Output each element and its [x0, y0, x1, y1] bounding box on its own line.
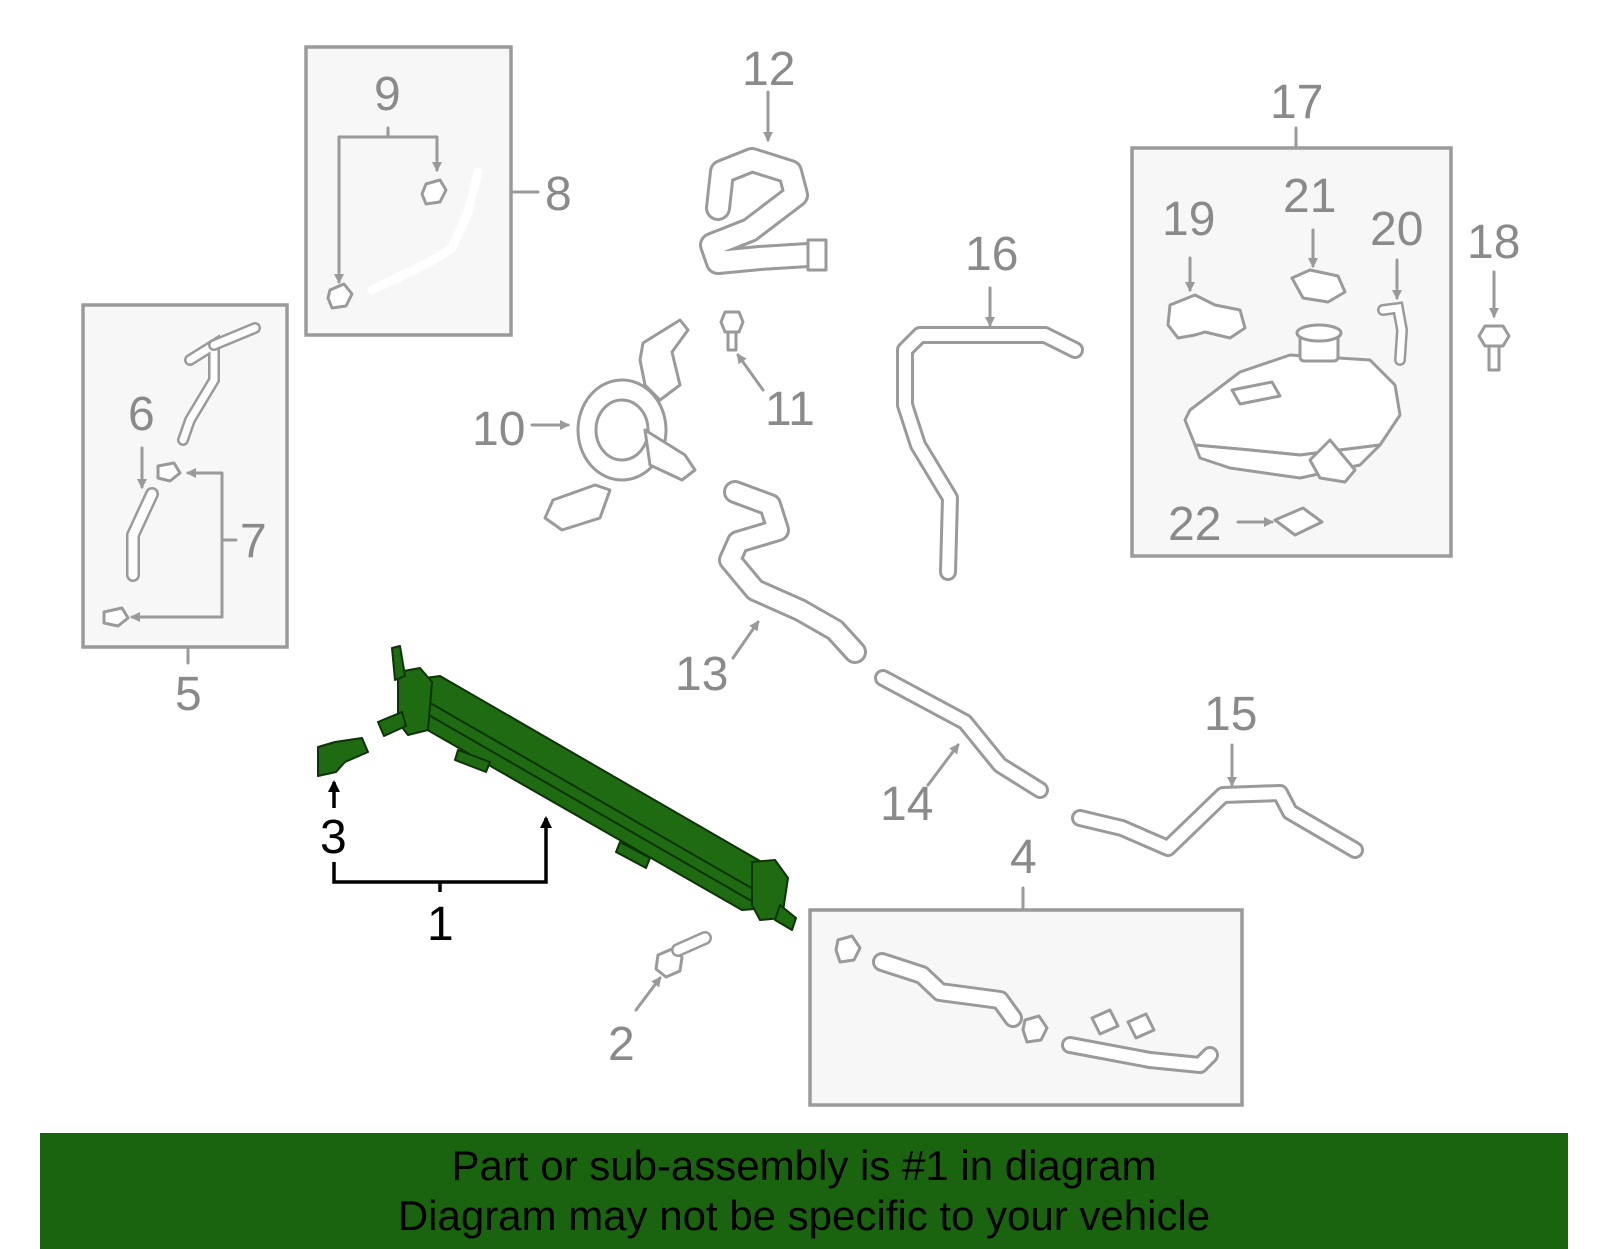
callout-4: 4 — [1010, 831, 1037, 884]
callout-10: 10 — [472, 403, 525, 456]
part-14-pipe[interactable]: 14 — [874, 669, 1049, 831]
part-1-radiator[interactable] — [377, 645, 797, 931]
part-15-pipe[interactable]: 15 — [1071, 688, 1364, 859]
callout-3: 3 — [320, 811, 347, 864]
footer-line-disclaimer: Diagram may not be specific to your vehi… — [397, 1192, 1211, 1239]
callout-2: 2 — [608, 1018, 635, 1071]
part-11-bolt[interactable]: 11 — [719, 310, 815, 436]
callout-9: 9 — [374, 68, 401, 121]
footer-line-part: Part or sub-assembly is #1 in diagram — [451, 1142, 1157, 1189]
callout-12: 12 — [742, 43, 795, 96]
callout-7: 7 — [240, 515, 267, 568]
part-10-pump[interactable]: 10 — [472, 318, 697, 532]
callout-16: 16 — [965, 228, 1018, 281]
callout-11: 11 — [765, 383, 815, 436]
part-3-bracket[interactable] — [317, 737, 369, 777]
callout-17: 17 — [1270, 76, 1323, 129]
callout-1: 1 — [427, 898, 454, 951]
callout-15: 15 — [1204, 688, 1257, 741]
part-18-bolt[interactable]: 18 — [1467, 216, 1520, 372]
callout-19: 19 — [1162, 193, 1215, 246]
part-group-8[interactable]: 9 8 — [304, 45, 572, 337]
callout-8: 8 — [545, 168, 572, 221]
part-12-hose[interactable]: 12 — [699, 43, 828, 275]
part-2-bolt[interactable]: 2 — [608, 931, 712, 1071]
part-16-pipe[interactable]: 16 — [896, 228, 1084, 581]
part-13-hose[interactable]: 13 — [675, 480, 867, 701]
callout-18: 18 — [1467, 216, 1520, 269]
part-group-4[interactable]: 4 — [808, 831, 1244, 1107]
callout-14: 14 — [880, 778, 933, 831]
callout-5: 5 — [175, 668, 202, 721]
callout-21: 21 — [1283, 170, 1336, 223]
callout-leader-1-3 — [328, 780, 552, 892]
callout-13: 13 — [675, 648, 728, 701]
footer-banner: Part or sub-assembly is #1 in diagram Di… — [40, 1133, 1568, 1249]
callout-22: 22 — [1168, 498, 1221, 551]
callout-20: 20 — [1370, 203, 1423, 256]
part-group-5[interactable]: 6 7 5 — [81, 303, 289, 721]
part-group-17[interactable]: 19 21 20 22 17 — [1130, 76, 1453, 558]
callout-6: 6 — [128, 388, 155, 441]
